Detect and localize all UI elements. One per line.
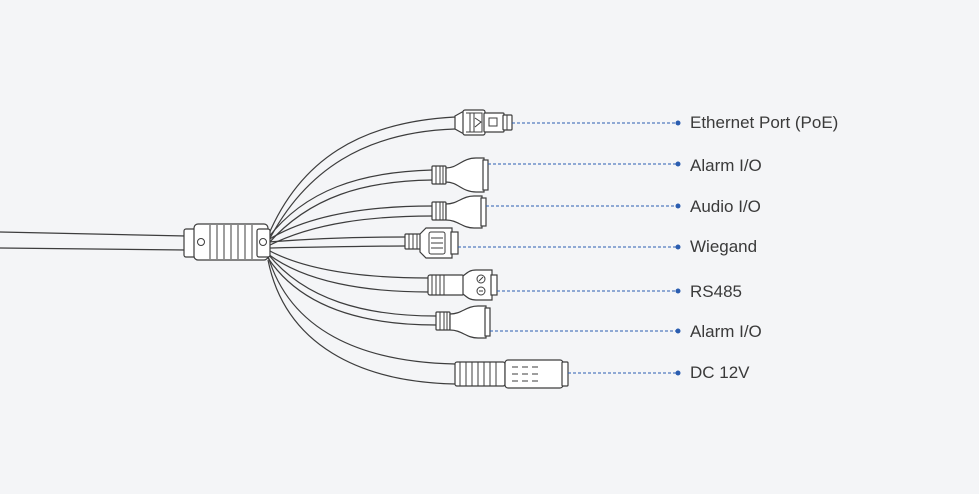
dc-barrel-jack-icon <box>454 359 569 389</box>
rs485-plug-icon <box>427 269 498 301</box>
leader-dot-ethernet <box>675 120 681 126</box>
leader-dot-audio <box>675 203 681 209</box>
leader-dot-alarm-top <box>675 161 681 167</box>
port-label-alarm-io-top: Alarm I/O <box>690 156 762 175</box>
port-label-audio-io: Audio I/O <box>690 197 761 216</box>
port-label-dc-12v: DC 12V <box>690 363 750 382</box>
main-cable <box>0 231 187 251</box>
wiegand-plug-icon <box>404 227 459 259</box>
port-label-rs485: RS485 <box>690 282 742 301</box>
splitter-hub <box>183 223 271 261</box>
branch-cables <box>267 116 456 385</box>
rj45-icon <box>454 109 513 136</box>
port-label-wiegand: Wiegand <box>690 237 758 256</box>
port-label-ethernet: Ethernet Port (PoE) <box>690 113 839 132</box>
port-label-alarm-io-bottom: Alarm I/O <box>690 322 762 341</box>
leader-dot-rs485 <box>675 288 681 294</box>
terminal-plug-icon-bottom <box>435 305 491 339</box>
leader-lines <box>458 120 681 376</box>
terminal-plug-icon-audio <box>431 195 487 229</box>
leader-dot-wiegand <box>675 244 681 250</box>
leader-dot-dc <box>675 370 681 376</box>
leader-dot-alarm-bottom <box>675 328 681 334</box>
terminal-plug-icon <box>431 157 489 193</box>
